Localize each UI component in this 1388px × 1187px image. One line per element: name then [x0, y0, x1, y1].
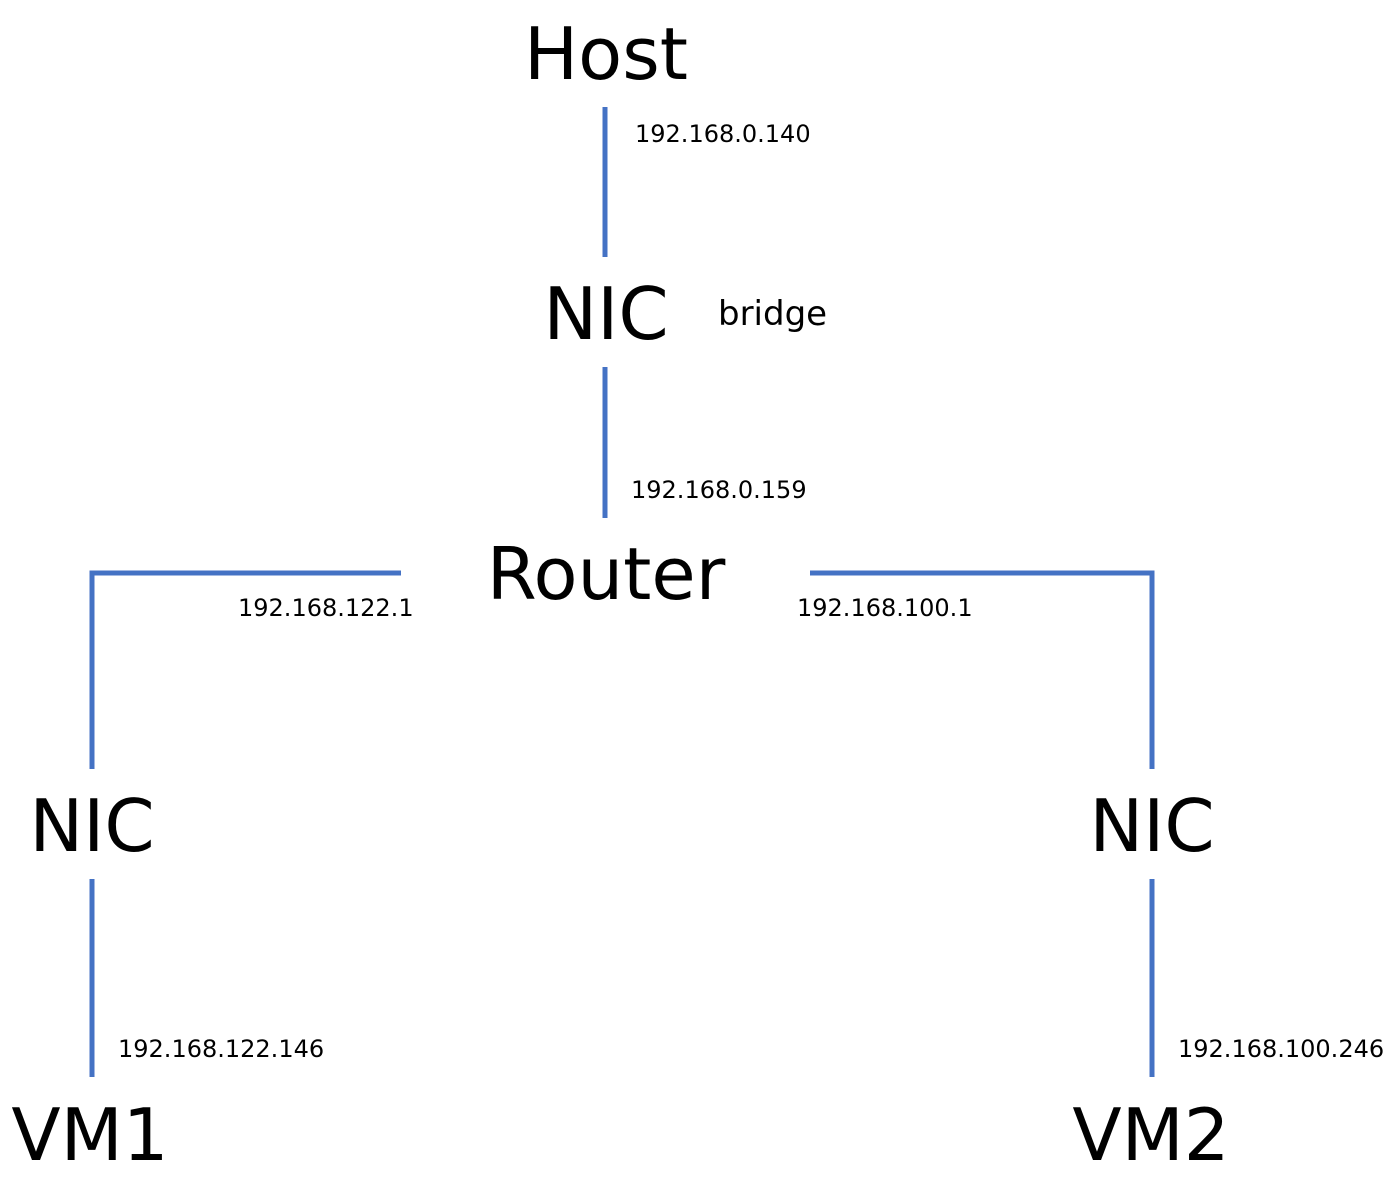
- ip-router-left: 192.168.122.1: [238, 594, 414, 622]
- top-nic-node: NIC: [543, 272, 668, 356]
- ip-router-right: 192.168.100.1: [797, 594, 973, 622]
- ip-vm1: 192.168.122.146: [118, 1035, 324, 1063]
- vm2-node: VM2: [1072, 1093, 1229, 1177]
- link-router-left-nic: [89, 570, 401, 769]
- ip-nic-router: 192.168.0.159: [631, 476, 807, 504]
- router-node: Router: [487, 532, 726, 616]
- right-nic-node: NIC: [1089, 784, 1214, 868]
- bridge-label: bridge: [718, 294, 827, 334]
- left-nic-node: NIC: [29, 784, 154, 868]
- ip-host-nic: 192.168.0.140: [635, 120, 811, 148]
- link-router-right-nic: [810, 570, 1155, 769]
- host-node: Host: [524, 12, 688, 96]
- vm1-node: VM1: [11, 1093, 168, 1177]
- ip-vm2: 192.168.100.246: [1178, 1035, 1384, 1063]
